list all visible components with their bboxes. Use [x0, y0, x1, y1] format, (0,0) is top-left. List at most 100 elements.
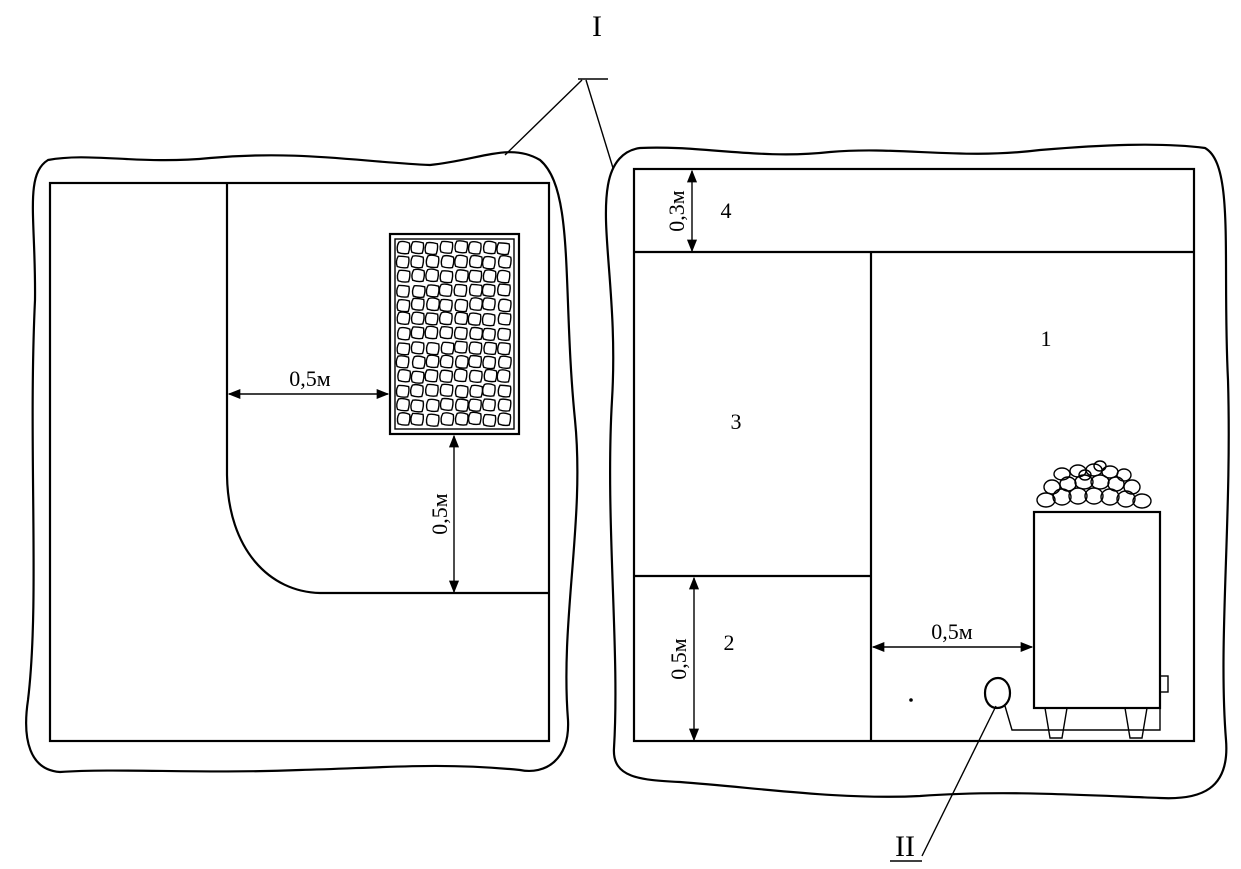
stone [396, 342, 411, 356]
side-view-dim-top-zone-label: 0,3м [664, 190, 689, 232]
callout-control-unit-label: II [895, 830, 915, 863]
stone [426, 297, 440, 312]
stone [1036, 492, 1056, 508]
stone [439, 240, 454, 254]
stone [467, 411, 482, 426]
stone [481, 297, 496, 311]
stone [454, 355, 469, 369]
stone [439, 369, 454, 383]
heater-stones-pattern [395, 240, 512, 427]
stone [497, 327, 512, 341]
stone [425, 268, 440, 283]
stone [454, 240, 469, 254]
stone [481, 327, 496, 341]
stone [425, 254, 440, 269]
stone [397, 368, 412, 383]
stone [440, 254, 455, 269]
stone [1053, 467, 1071, 481]
side-view-dim-bottom-zone: 0,5м [666, 576, 700, 742]
stone [1107, 476, 1125, 492]
stone [454, 254, 468, 269]
stone [425, 398, 440, 413]
stone [453, 283, 468, 298]
stone [497, 412, 512, 427]
stone [395, 384, 410, 398]
zone-label-4: 4 [721, 198, 732, 223]
top-view-room-outline [48, 181, 551, 743]
stone [439, 354, 454, 369]
zone-label-1: 1 [1041, 326, 1052, 351]
stone [483, 341, 498, 356]
side-view-dim-to-heater-label: 0,5м [931, 619, 973, 644]
callout-wall: I [504, 10, 614, 169]
stone [424, 312, 439, 326]
stone [497, 254, 512, 269]
stone [453, 368, 468, 383]
stone [438, 283, 453, 297]
stone [454, 398, 469, 412]
stone [1043, 479, 1061, 495]
heater-leg-right [1124, 707, 1148, 739]
stone [468, 283, 483, 297]
stone [410, 255, 425, 269]
stone [396, 284, 410, 298]
stone [1069, 464, 1087, 478]
heater-top-view [388, 232, 521, 436]
stone [496, 269, 511, 284]
stone [410, 341, 425, 355]
stone [439, 325, 454, 340]
stone [395, 255, 410, 269]
side-view-dim-top-zone: 0,3м [664, 169, 698, 253]
stone [467, 312, 482, 326]
stone [424, 241, 439, 256]
stone [424, 369, 439, 383]
stone [497, 283, 511, 297]
stone [1123, 479, 1141, 495]
stone [396, 326, 411, 341]
stone [469, 326, 484, 341]
stone [411, 285, 426, 299]
stone [396, 412, 411, 426]
stone [482, 398, 496, 412]
stone [468, 341, 483, 355]
heater-side-switch [1159, 675, 1169, 693]
stone [481, 383, 496, 397]
stone [440, 412, 455, 426]
stone [410, 240, 425, 255]
stone [439, 383, 454, 397]
stone [483, 368, 498, 383]
stone [410, 297, 425, 311]
stone [425, 354, 440, 369]
stone [411, 268, 426, 283]
stone [497, 298, 512, 313]
stone [481, 312, 496, 327]
callout-wall-leader-right [585, 79, 614, 169]
heater-stones-pile [1036, 460, 1152, 509]
stone [1059, 476, 1077, 492]
stone [410, 370, 425, 384]
stone [1116, 468, 1132, 482]
stone [438, 298, 453, 312]
stone [454, 384, 469, 399]
stone [497, 342, 511, 356]
stone [454, 269, 469, 283]
stone [424, 383, 439, 397]
stone [439, 270, 454, 284]
stone [396, 311, 411, 325]
stone [425, 341, 440, 356]
top-view-dim-vertical-label: 0,5м [427, 493, 452, 535]
side-view-wall-outline [604, 143, 1230, 800]
stone [468, 354, 483, 369]
stone [454, 311, 469, 326]
stone [396, 240, 411, 255]
top-view-dim-horizontal: 0,5м [227, 366, 390, 400]
stone [469, 384, 484, 399]
stone [440, 341, 455, 355]
stone [395, 355, 410, 369]
stone [497, 398, 512, 412]
top-view-dim-vertical: 0,5м [427, 434, 460, 594]
stone [481, 283, 496, 297]
stone [396, 397, 410, 412]
stone [410, 412, 425, 426]
heater-side-view [1004, 460, 1169, 739]
